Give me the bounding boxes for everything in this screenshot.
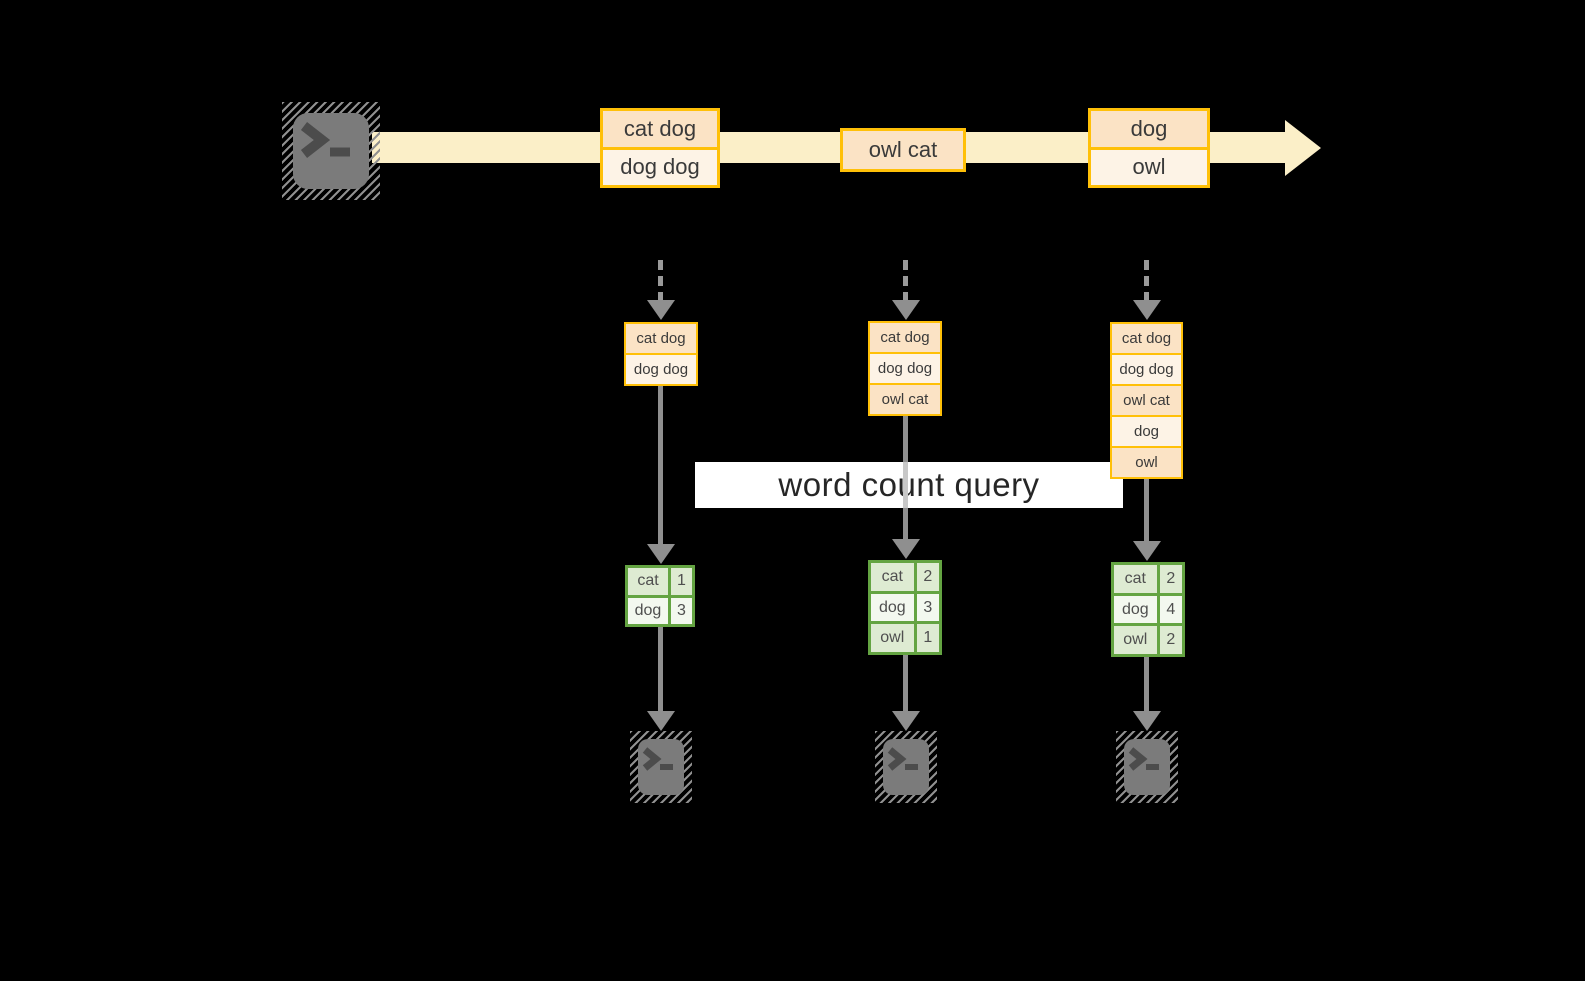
count-word: dog [1114,595,1160,624]
dashed-arrow-line-1 [658,260,663,302]
sink-terminal-icon-1 [630,731,692,803]
box-row: dog [1091,111,1207,147]
sink-line-3 [1144,657,1149,712]
count-word: cat [1114,565,1160,593]
dashed-arrow-line-2 [903,260,908,302]
stream-arrowhead-icon [1285,120,1321,176]
sink-arrowhead-1 [647,711,675,731]
connector-line-1 [658,386,663,544]
source-terminal-icon [282,102,380,200]
box-row: cat dog [626,324,696,353]
box-row: cat dog [870,323,940,352]
dashed-arrowhead-2 [892,300,920,320]
prompt-icon [1128,747,1159,771]
box-row: owl [1112,446,1181,477]
box-row: owl cat [870,383,940,414]
count-word: owl [1114,626,1160,655]
sink-terminal-icon-3 [1116,731,1178,803]
connector-line-through-banner [903,462,908,508]
count-value: 4 [1159,595,1182,624]
box-row: owl [1091,146,1207,185]
sink-terminal-icon-2 [875,731,937,803]
query-banner-label: word count query [778,466,1040,503]
box-row: dog dog [626,353,696,384]
sink-arrowhead-2 [892,711,920,731]
count-value: 2 [916,563,939,591]
count-value: 1 [916,624,939,653]
connector-arrowhead-2 [892,539,920,559]
dashed-arrowhead-3 [1133,300,1161,320]
connector-arrowhead-1 [647,544,675,564]
box-row: owl cat [1112,384,1181,415]
box-row: cat dog [1112,324,1181,353]
count-word: owl [871,624,917,653]
connector-line-3 [1144,479,1149,542]
count-value: 3 [670,597,692,624]
box-row: dog dog [1112,353,1181,384]
sink-line-2 [903,655,908,712]
box-row: cat dog [603,111,717,147]
prompt-icon [300,122,350,158]
count-value: 1 [670,568,692,595]
count-word: dog [871,593,917,622]
query-banner: word count query [695,462,1123,508]
count-value: 3 [916,593,939,622]
sink-arrowhead-3 [1133,711,1161,731]
count-word: dog [628,597,671,624]
count-value: 2 [1159,626,1182,655]
box-row: dog [1112,415,1181,446]
box-row: dog dog [870,352,940,383]
connector-arrowhead-3 [1133,541,1161,561]
message-box-2: owl cat [840,128,966,172]
dashed-arrow-line-3 [1144,260,1149,302]
count-word: cat [871,563,917,591]
dashed-arrowhead-1 [647,300,675,320]
count-word: cat [628,568,671,595]
box-row: owl cat [843,131,963,169]
prompt-icon [642,747,673,771]
box-row: dog dog [603,146,717,185]
sink-line-1 [658,627,663,712]
count-value: 2 [1159,565,1182,593]
prompt-icon [887,747,918,771]
